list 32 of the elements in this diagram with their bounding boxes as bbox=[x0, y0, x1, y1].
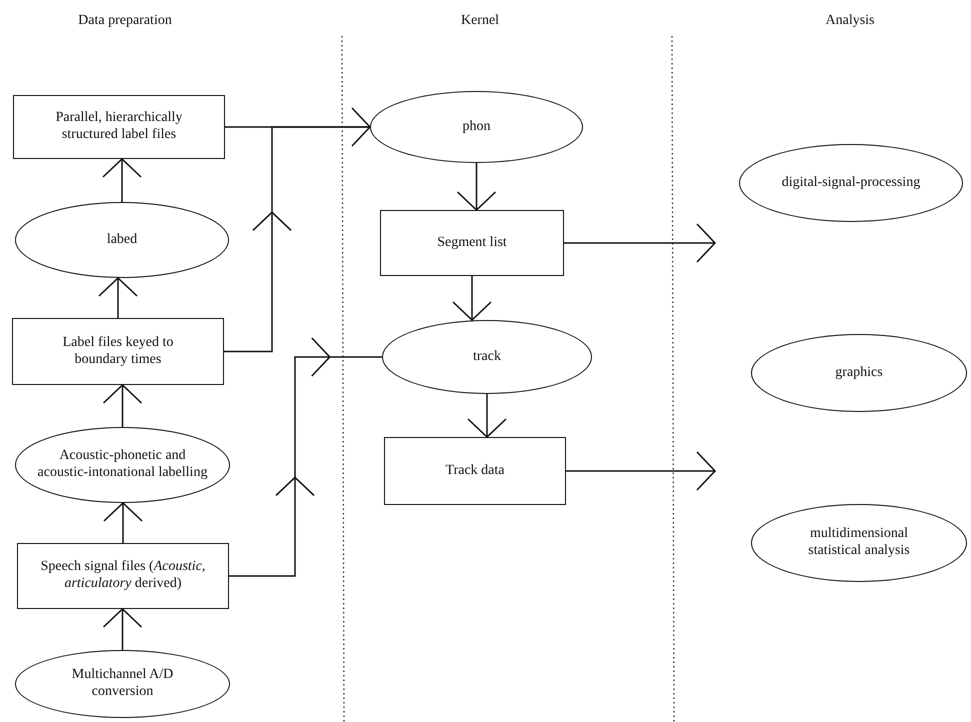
arrow bbox=[102, 384, 142, 427]
arrow bbox=[467, 394, 507, 438]
arrow bbox=[103, 502, 143, 543]
node-label: Parallel, hierarchically structured label files bbox=[54, 110, 184, 144]
column-heading: Kernel bbox=[460, 12, 500, 30]
node-label: Track data bbox=[446, 462, 504, 480]
node-label: digital-signal-processing bbox=[782, 174, 920, 192]
data-box bbox=[17, 543, 229, 609]
column-heading: Data preparation bbox=[77, 12, 173, 30]
arrow bbox=[566, 451, 716, 491]
node-label: Segment list bbox=[437, 234, 507, 252]
node-label: multidimensional statistical analysis bbox=[807, 526, 911, 560]
arrow bbox=[456, 163, 496, 211]
data-box bbox=[13, 95, 225, 159]
column-heading: Analysis bbox=[824, 12, 876, 30]
data-box bbox=[384, 437, 566, 505]
arrow bbox=[225, 107, 371, 147]
node-label: Acoustic-phonetic and acoustic-intonational labelling bbox=[38, 448, 208, 482]
arrow bbox=[102, 158, 142, 202]
arrow bbox=[452, 276, 492, 321]
node-label: Speech signal files (Acoustic, articulatory derived) bbox=[40, 559, 206, 593]
node-label: labed bbox=[106, 232, 138, 248]
data-box bbox=[12, 318, 224, 385]
arrow bbox=[98, 277, 138, 318]
arrow bbox=[102, 608, 142, 650]
data-box bbox=[380, 210, 564, 276]
node-label: Label files keyed to boundary times bbox=[62, 334, 174, 368]
node-label: track bbox=[473, 348, 501, 366]
node-label: graphics bbox=[835, 364, 883, 382]
arrow bbox=[564, 223, 716, 263]
node-label: Multichannel A/D conversion bbox=[70, 667, 174, 701]
node-label: phon bbox=[462, 118, 490, 136]
